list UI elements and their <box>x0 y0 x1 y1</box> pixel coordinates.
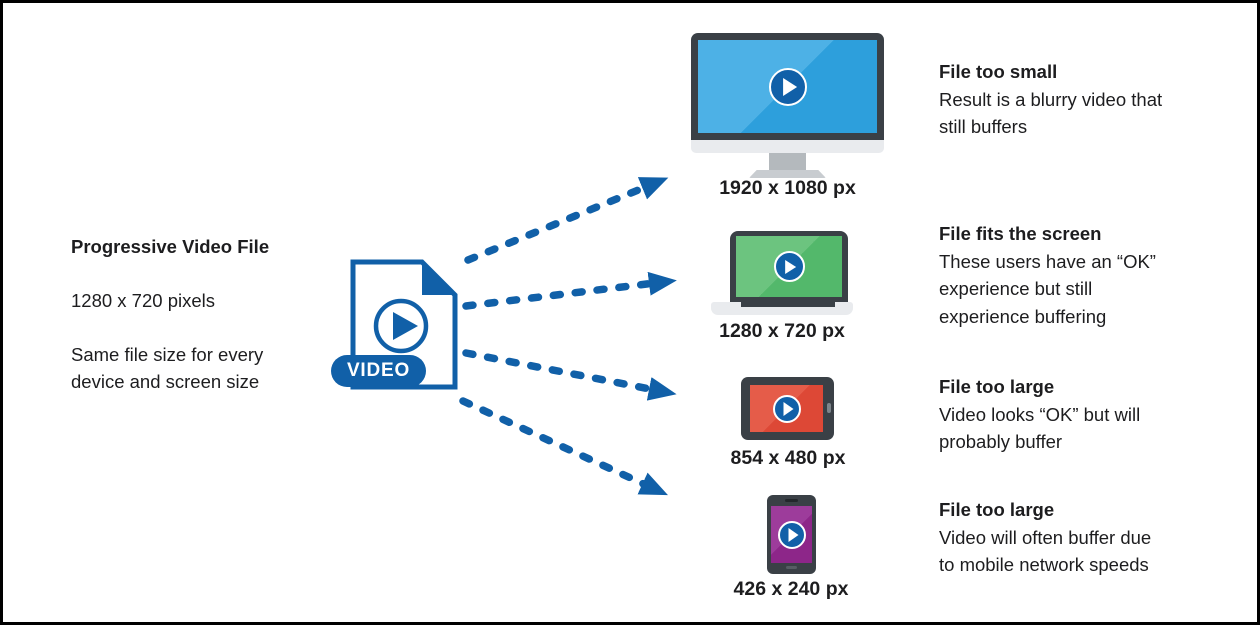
monitor-icon <box>691 33 884 140</box>
outcome-heading: File too small <box>939 61 1058 82</box>
play-icon <box>768 67 807 106</box>
arrow-to-tablet-icon <box>462 349 677 401</box>
laptop-screen <box>736 236 842 297</box>
arrow-to-laptop-icon <box>462 271 677 310</box>
monitor-stand <box>769 153 806 170</box>
play-icon <box>777 520 806 549</box>
laptop-icon <box>730 231 848 302</box>
outcome-description: These users have an “OK” experience but … <box>939 250 1156 327</box>
source-resolution: 1280 x 720 pixels <box>71 290 215 311</box>
outcome-laptop: File fits the screen These users have an… <box>939 220 1167 330</box>
outcome-monitor: File too small Result is a blurry video … <box>939 58 1167 141</box>
outcome-heading: File fits the screen <box>939 223 1102 244</box>
arrow-to-monitor-icon <box>464 177 669 264</box>
monitor-screen <box>698 40 877 133</box>
tablet-screen <box>750 385 823 432</box>
monitor-chin <box>691 140 884 153</box>
outcome-description: Video looks “OK” but will probably buffe… <box>939 403 1141 453</box>
phone-screen <box>771 506 812 563</box>
distribution-arrows-icon <box>459 177 677 496</box>
phone-home-button <box>786 566 797 569</box>
tablet-resolution-label: 854 x 480 px <box>730 447 846 469</box>
tablet-home-button <box>827 403 831 413</box>
source-note: Same file size for every device and scre… <box>71 344 264 392</box>
source-description: Progressive Video File 1280 x 720 pixels… <box>71 233 307 422</box>
play-icon <box>773 251 805 282</box>
folded-corner-icon <box>422 262 455 295</box>
phone-speaker <box>785 499 798 502</box>
monitor-base <box>749 170 826 178</box>
outcome-description: Video will often buffer due to mobile ne… <box>939 526 1152 576</box>
play-icon <box>772 394 801 423</box>
laptop-resolution-label: 1280 x 720 px <box>719 320 845 342</box>
outcome-heading: File too large <box>939 376 1055 397</box>
outcome-tablet: File too large Video looks “OK” but will… <box>939 373 1167 456</box>
laptop-hinge <box>741 302 835 307</box>
outcome-phone: File too large Video will often buffer d… <box>939 496 1167 579</box>
outcome-description: Result is a blurry video that still buff… <box>939 88 1163 138</box>
source-heading: Progressive Video File <box>71 236 270 257</box>
monitor-resolution-label: 1920 x 1080 px <box>719 177 856 199</box>
outcome-heading: File too large <box>939 499 1055 520</box>
phone-resolution-label: 426 x 240 px <box>733 578 849 600</box>
video-badge: VIDEO <box>331 355 426 387</box>
arrow-to-phone-icon <box>459 397 668 496</box>
video-badge-label: VIDEO <box>346 360 411 381</box>
